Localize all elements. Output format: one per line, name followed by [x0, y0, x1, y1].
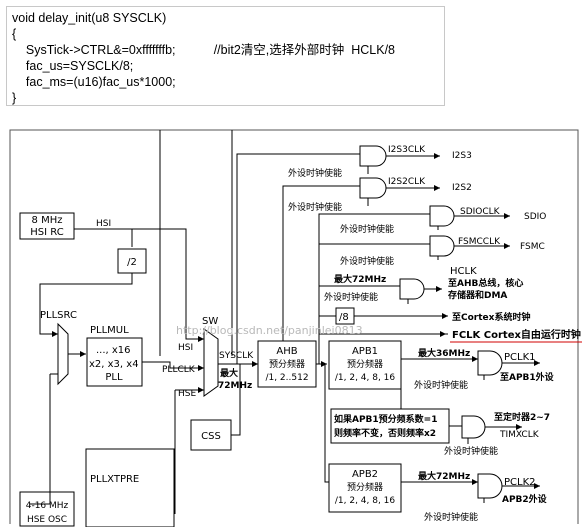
fsmc-label: FSMC	[520, 242, 545, 252]
enable-label: 外设时钟使能	[288, 201, 342, 213]
ahb-label: /1, 2..512	[265, 373, 308, 383]
sysclk-label: SYSCLK	[219, 351, 254, 361]
hclk-desc: 存储器和DMA	[448, 289, 507, 301]
i2s2clk-label: I2S2CLK	[388, 177, 426, 187]
timxclk-label: TIMXCLK	[499, 430, 540, 440]
hclk-label: HCLK	[450, 266, 477, 277]
pclk1-label: PCLK1	[504, 352, 536, 363]
pll-mult-line: x2, x3, x4	[89, 359, 139, 370]
enable-label: 外设时钟使能	[288, 167, 342, 179]
apb1-label: APB1	[352, 346, 378, 357]
max72mhz-label: 最大72MHz	[334, 273, 386, 285]
hsi-label: HSI	[96, 219, 111, 229]
enable-label: 外设时钟使能	[444, 445, 498, 457]
pll-label: PLL	[105, 372, 123, 383]
apb1-rule: 如果APB1预分频系数=1	[334, 413, 438, 425]
code-line: void delay_init(u8 SYSCLK)	[12, 11, 167, 25]
sw-label: SW	[202, 316, 218, 327]
enable-label: 外设时钟使能	[340, 223, 394, 235]
i2s3clk-label: I2S3CLK	[388, 145, 426, 155]
sdio-label: SDIO	[524, 212, 546, 222]
apb2-label: APB2	[352, 469, 378, 480]
hse-input-label: HSE	[178, 389, 196, 399]
i2s2-label: I2S2	[452, 183, 472, 193]
pllclk-label: PLLCLK	[162, 365, 196, 375]
watermark: http://blog.csdn.net/panjinlei0813	[176, 324, 363, 337]
hse-osc-label: HSE OSC	[27, 515, 67, 525]
code-line: fac_us=SYSCLK/8;	[12, 59, 134, 73]
pll-mult-line: ..., x16	[96, 345, 131, 356]
hsi-rc-label: 8 MHz	[32, 215, 63, 226]
max72-apb2-label: 最大72MHz	[418, 470, 470, 482]
clock-tree-diagram: 8 MHz HSI RC HSI /2 PLLSRC PLLMUL ..., x…	[9, 129, 582, 527]
pllsrc-label: PLLSRC	[40, 310, 77, 321]
apb1-rule: 则频率不变，否则频率x2	[334, 427, 436, 439]
div8-label: /8	[339, 312, 349, 323]
ahb-label: AHB	[276, 346, 297, 357]
max36mhz-label: 最大36MHz	[418, 347, 470, 359]
enable-label: 外设时钟使能	[414, 379, 468, 391]
apb1-label: /1, 2, 4, 8, 16	[335, 373, 396, 383]
apb2-label: 预分频器	[347, 481, 383, 493]
pllxtpre-label: PLLXTPRE	[90, 474, 139, 485]
code-line: fac_ms=(u16)fac_us*1000;	[12, 75, 176, 89]
enable-label: 外设时钟使能	[424, 511, 478, 523]
timer-label: 至定时器2~7	[494, 411, 550, 423]
hsi-rc-label: HSI RC	[30, 227, 63, 238]
apb2-label: /1, 2, 4, 8, 16	[335, 496, 396, 506]
max72-label: 最大	[220, 367, 238, 379]
code-snippet: void delay_init(u8 SYSCLK) { SysTick->CT…	[6, 6, 445, 106]
i2s3-label: I2S3	[452, 151, 472, 161]
to-cortex-label: 至Cortex系统时钟	[452, 311, 530, 323]
pclk2-label: PCLK2	[504, 477, 536, 488]
code-line: }	[12, 91, 17, 105]
pllmul-label: PLLMUL	[90, 325, 129, 336]
sdioclk-label: SDIOCLK	[460, 207, 501, 217]
hse-osc-label: 4-16 MHz	[26, 501, 69, 511]
fclk-label: FCLK Cortex自由运行时钟	[452, 328, 581, 341]
fsmcclk-label: FSMCCLK	[458, 237, 501, 247]
div2-label: /2	[127, 257, 137, 268]
code-line: SysTick->CTRL&=0xfffffffb; //bit2清空,选择外部…	[12, 43, 395, 57]
css-label: CSS	[201, 431, 221, 442]
hsi-input-label: HSI	[178, 343, 193, 353]
apb1-label: 预分频器	[347, 358, 383, 370]
hclk-desc: 至AHB总线，核心	[448, 277, 523, 289]
enable-label: 外设时钟使能	[340, 255, 394, 267]
to-apb2-label: APB2外设	[502, 493, 548, 505]
to-apb1-label: 至APB1外设	[500, 371, 555, 383]
max72-label: 72MHz	[218, 381, 252, 391]
ahb-label: 预分频器	[269, 358, 305, 370]
enable-label: 外设时钟使能	[324, 291, 378, 303]
code-line: {	[12, 27, 17, 41]
